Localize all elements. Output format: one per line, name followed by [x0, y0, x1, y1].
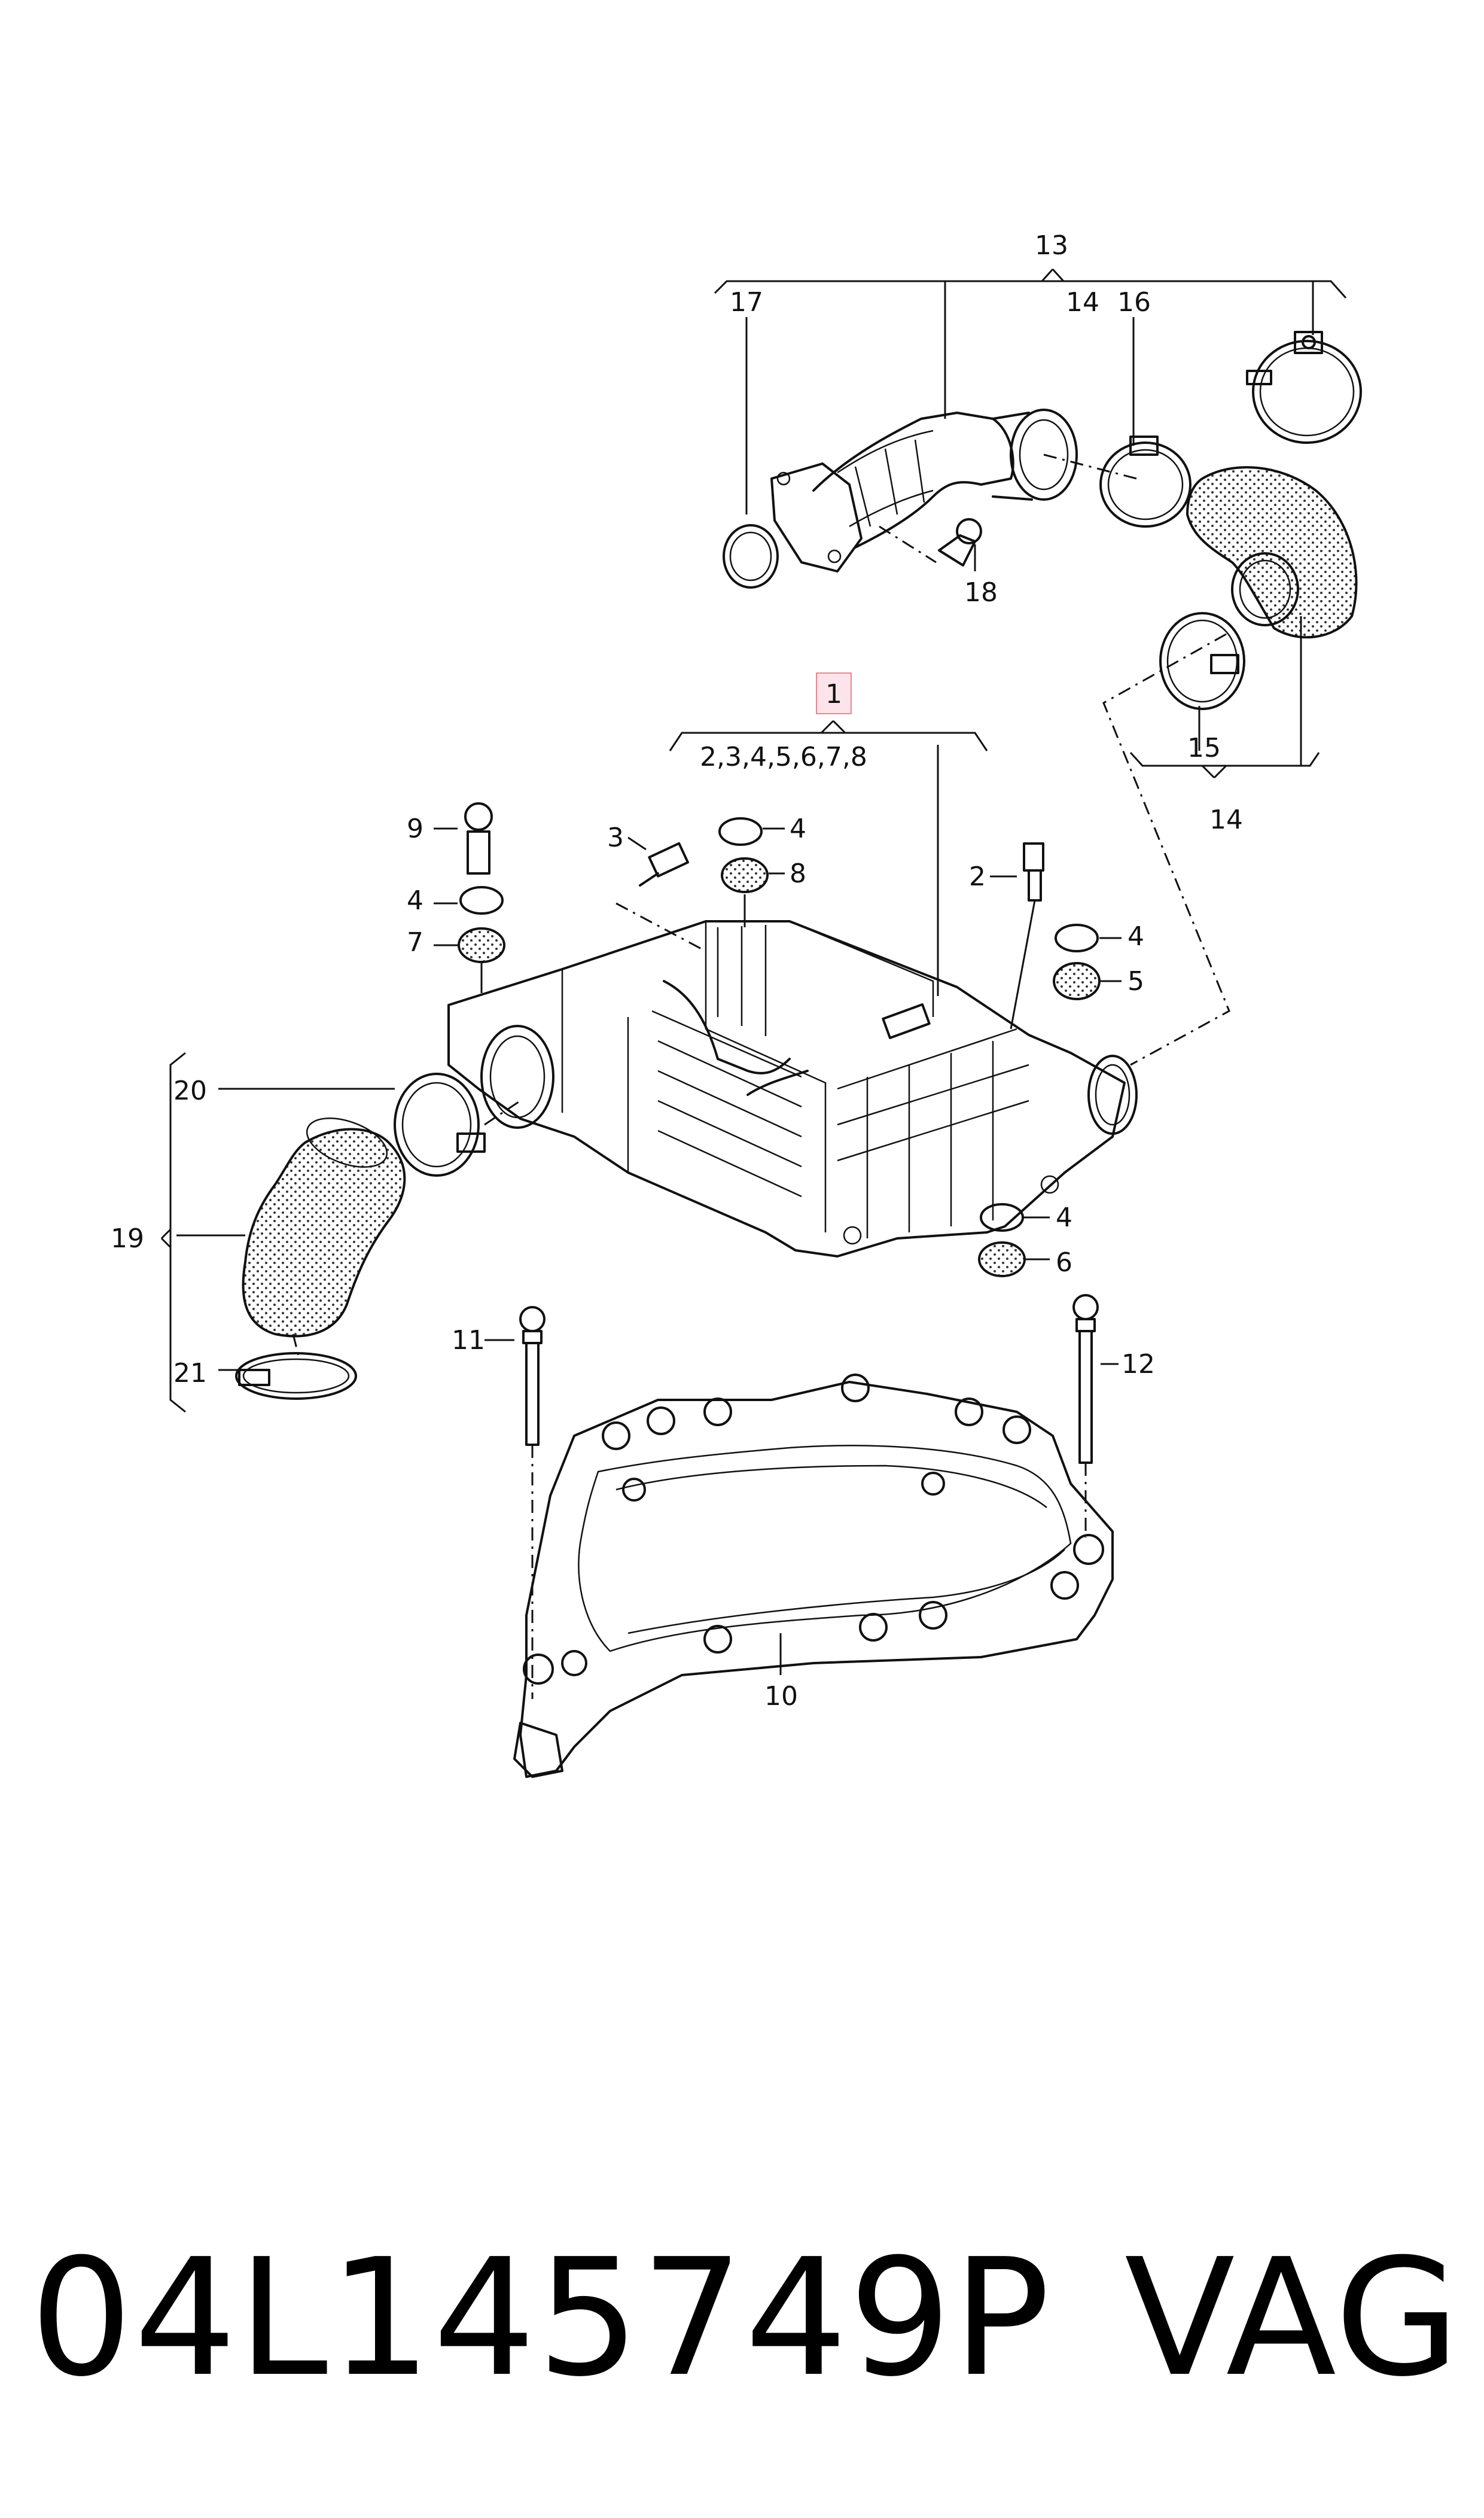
callout-14-bottom: 14: [1209, 805, 1243, 835]
screw-18: [879, 518, 982, 571]
callout-1-highlight: [816, 672, 852, 714]
callout-1[interactable]: 1: [825, 679, 842, 710]
callout-18: 18: [964, 577, 998, 608]
callout-10: 10: [764, 1681, 798, 1712]
o-ring-17: [723, 524, 779, 589]
callout-7: 7: [407, 927, 423, 958]
connection-line: [1102, 633, 1230, 1066]
bolt-12: [1072, 1294, 1119, 1537]
callout-12: 12: [1122, 1349, 1155, 1380]
charge-air-hose-19: [242, 1118, 406, 1338]
callout-5: 5: [1128, 966, 1144, 997]
callout-9: 9: [407, 814, 423, 844]
callout-14-top: 14: [1066, 287, 1099, 318]
callout-19: 19: [111, 1223, 144, 1254]
bolt-11: [484, 1306, 546, 1699]
group-19-bracket: [160, 1052, 186, 1413]
callout-11: 11: [452, 1325, 485, 1356]
callout-2: 2: [969, 861, 986, 892]
charge-air-pipe: [770, 409, 1137, 573]
callout-4-right: 4: [1128, 921, 1144, 952]
group-1-bracket: [669, 720, 988, 751]
hose-clamp-16: [1099, 436, 1192, 528]
bushing-6: [978, 1241, 1050, 1277]
callout-4-lower: 4: [1056, 1202, 1072, 1233]
charge-air-cooler: [447, 920, 1138, 1258]
bushing-7: [434, 927, 505, 993]
callout-16: 16: [1117, 287, 1151, 318]
grommet-4-lower: [980, 1203, 1050, 1232]
bolt-9: [434, 802, 493, 875]
callout-4-left: 4: [407, 885, 423, 916]
hose-clamp-21: [235, 1333, 357, 1400]
callout-20: 20: [173, 1076, 207, 1106]
hose-clamp-13: [1246, 331, 1362, 444]
hose-clamp-20: [394, 1073, 521, 1177]
callout-21: 21: [173, 1358, 207, 1389]
brand-name: VAG: [1125, 2224, 1461, 2412]
callout-15: 15: [1187, 733, 1221, 763]
charge-air-hose-14: [1186, 466, 1358, 639]
callout-3: 3: [607, 823, 624, 853]
callout-17: 17: [730, 287, 763, 318]
temperature-sensor-3: [615, 836, 706, 952]
pressure-sensor-2: [990, 842, 1044, 1030]
group-13-bracket: [714, 268, 1347, 299]
group-14-bracket: [1129, 616, 1320, 779]
grommet-4-top: [718, 817, 785, 846]
callout-13: 13: [1035, 230, 1068, 261]
bushing-8: [721, 857, 785, 927]
grommet-4-left: [434, 886, 504, 915]
callout-4-top: 4: [790, 814, 806, 844]
footer: 04L145749P VAG: [30, 2237, 1465, 2417]
grommet-4-right: [1055, 924, 1122, 952]
callout-1-subparts: 2,3,4,5,6,7,8: [700, 742, 867, 772]
hose-clamp-15: [1159, 612, 1245, 751]
callout-8: 8: [790, 858, 806, 889]
mounting-frame-10: [513, 1374, 1114, 1778]
bushing-5: [1053, 962, 1122, 1000]
part-number: 04L145749P: [30, 2224, 1052, 2412]
callout-6: 6: [1056, 1247, 1072, 1278]
